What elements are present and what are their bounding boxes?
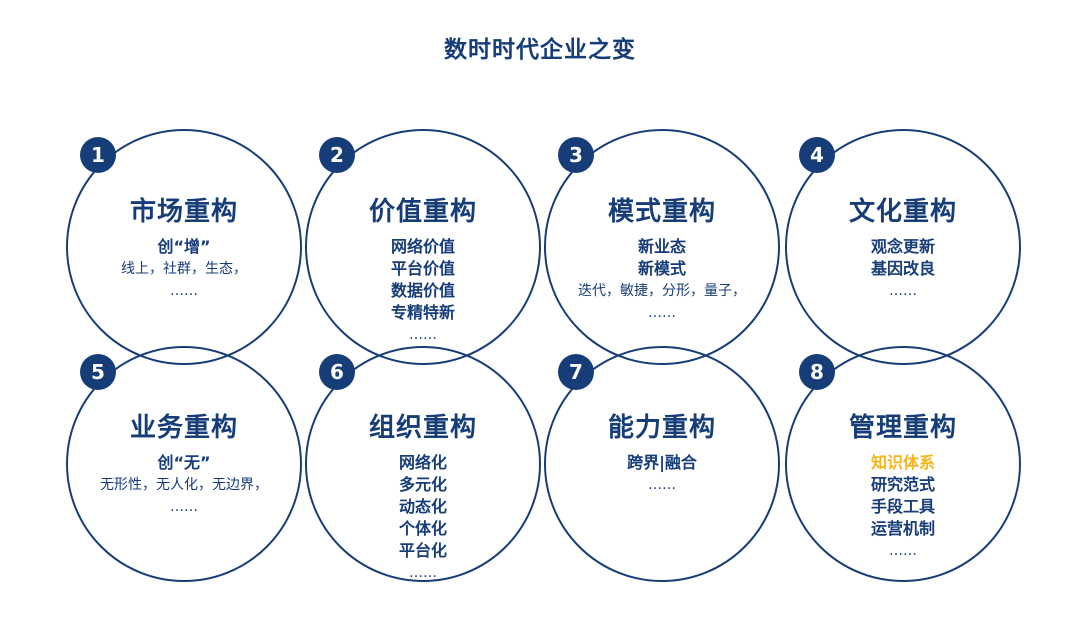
circle-line: 新业态 bbox=[637, 237, 686, 256]
circle-line: 动态化 bbox=[398, 497, 447, 516]
circle-line: 基因改良 bbox=[870, 259, 935, 278]
number-badge-7: 7 bbox=[558, 354, 594, 390]
number-badge-8: 8 bbox=[799, 354, 835, 390]
ellipsis-text: …… bbox=[648, 477, 676, 493]
circle-content-7: 能力重构跨界|融合 …… bbox=[544, 410, 780, 496]
ellipsis-text: …… bbox=[409, 565, 437, 581]
circle-heading: 模式重构 bbox=[607, 197, 716, 227]
circle-8 bbox=[785, 346, 1021, 582]
ellipsis-text: …… bbox=[409, 327, 437, 343]
circle-line: 手段工具 bbox=[870, 497, 935, 516]
circle-line: 创“无” bbox=[157, 453, 211, 472]
circle-line: 线上，社群，生态， bbox=[121, 261, 247, 277]
number-badge-3: 3 bbox=[558, 137, 594, 173]
circle-7 bbox=[544, 346, 780, 582]
circle-heading: 文化重构 bbox=[848, 197, 957, 227]
circle-line: 运营机制 bbox=[870, 519, 935, 538]
circle-line: 平台化 bbox=[398, 541, 447, 560]
circle-line: 个体化 bbox=[398, 519, 447, 538]
circle-heading: 管理重构 bbox=[848, 413, 957, 443]
circle-line: 网络化 bbox=[398, 453, 447, 472]
circle-heading: 业务重构 bbox=[129, 413, 238, 443]
circle-heading: 价值重构 bbox=[368, 197, 477, 227]
page-title: 数时时代企业之变 bbox=[444, 37, 636, 63]
number-badge-1: 1 bbox=[80, 137, 116, 173]
circle-heading: 组织重构 bbox=[368, 413, 477, 443]
ellipsis-text: …… bbox=[170, 283, 198, 299]
circle-content-6: 组织重构网络化多元化动态化个体化平台化 …… bbox=[305, 410, 541, 584]
circle-line: 迭代，敏捷，分形，量子， bbox=[578, 283, 746, 299]
circle-content-2: 价值重构网络价值平台价值数据价值专精特新 …… bbox=[305, 194, 541, 346]
circle-line: 无形性，无人化，无边界， bbox=[100, 477, 268, 493]
circle-line: 观念更新 bbox=[870, 237, 935, 256]
circle-content-3: 模式重构新业态新模式迭代，敏捷，分形，量子， …… bbox=[544, 194, 780, 324]
circle-line: 多元化 bbox=[398, 475, 447, 494]
circle-content-8: 管理重构知识体系研究范式手段工具运营机制 …… bbox=[785, 410, 1021, 562]
circle-line: 新模式 bbox=[637, 259, 686, 278]
circle-line: 专精特新 bbox=[390, 303, 455, 322]
number-badge-5: 5 bbox=[80, 354, 116, 390]
circle-line: 创“增” bbox=[157, 237, 211, 256]
circle-content-1: 市场重构创“增” 线上，社群，生态， …… bbox=[66, 194, 302, 302]
circle-heading: 市场重构 bbox=[129, 197, 238, 227]
circle-line: 研究范式 bbox=[870, 475, 935, 494]
circle-line: 数据价值 bbox=[390, 281, 455, 300]
number-badge-4: 4 bbox=[799, 137, 835, 173]
ellipsis-text: …… bbox=[889, 543, 917, 559]
circle-heading: 能力重构 bbox=[607, 413, 716, 443]
circle-line: 知识体系 bbox=[870, 453, 935, 472]
circle-content-5: 业务重构创“无” 无形性，无人化，无边界， …… bbox=[66, 410, 302, 518]
circle-line: 跨界|融合 bbox=[627, 453, 697, 472]
circle-6 bbox=[305, 346, 541, 582]
number-badge-6: 6 bbox=[319, 354, 355, 390]
number-badge-2: 2 bbox=[319, 137, 355, 173]
circle-line: 平台价值 bbox=[390, 259, 455, 278]
circle-line: 网络价值 bbox=[390, 237, 455, 256]
ellipsis-text: …… bbox=[648, 305, 676, 321]
ellipsis-text: …… bbox=[889, 283, 917, 299]
circle-content-4: 文化重构观念更新基因改良 …… bbox=[785, 194, 1021, 302]
circle-5 bbox=[66, 346, 302, 582]
ellipsis-text: …… bbox=[170, 499, 198, 515]
